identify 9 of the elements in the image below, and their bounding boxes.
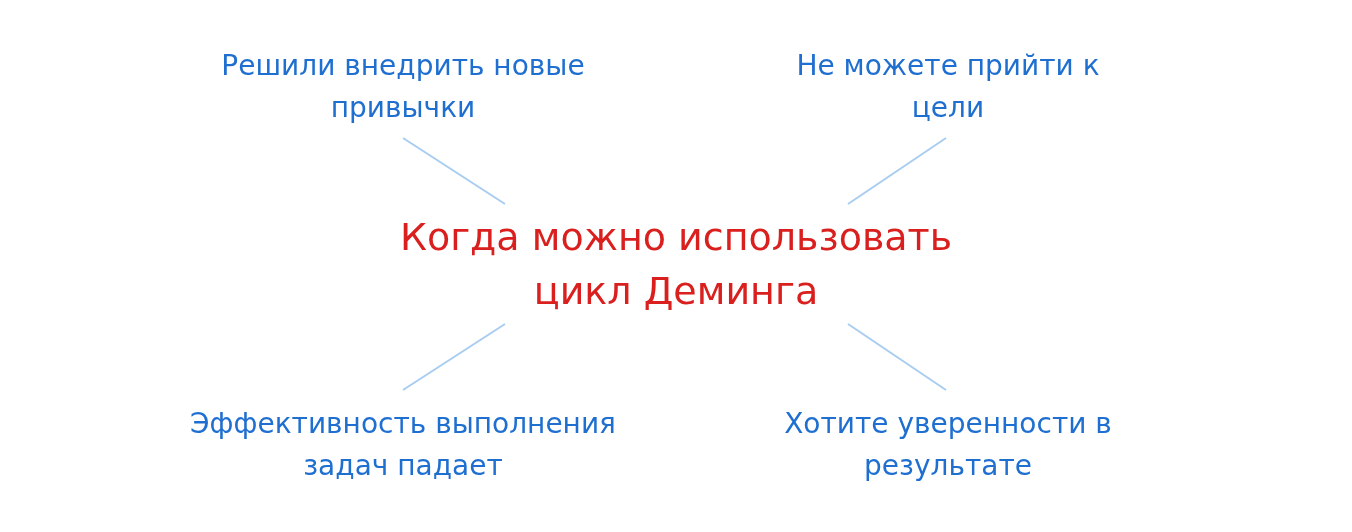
topic-text: Решили внедрить новые привычки — [220, 47, 586, 126]
connector-line — [402, 323, 506, 391]
connector-line — [402, 137, 506, 205]
topic-text: Хотите уверенности в результате — [783, 406, 1113, 484]
topic-text: Не можете прийти к цели — [795, 47, 1101, 126]
central-topic-text: Когда можно использовать цикл Деминга — [398, 214, 954, 315]
topic-text: Эффективность выполнения задач падает — [189, 406, 617, 484]
connector-line — [847, 137, 947, 205]
connector-line — [847, 323, 947, 391]
